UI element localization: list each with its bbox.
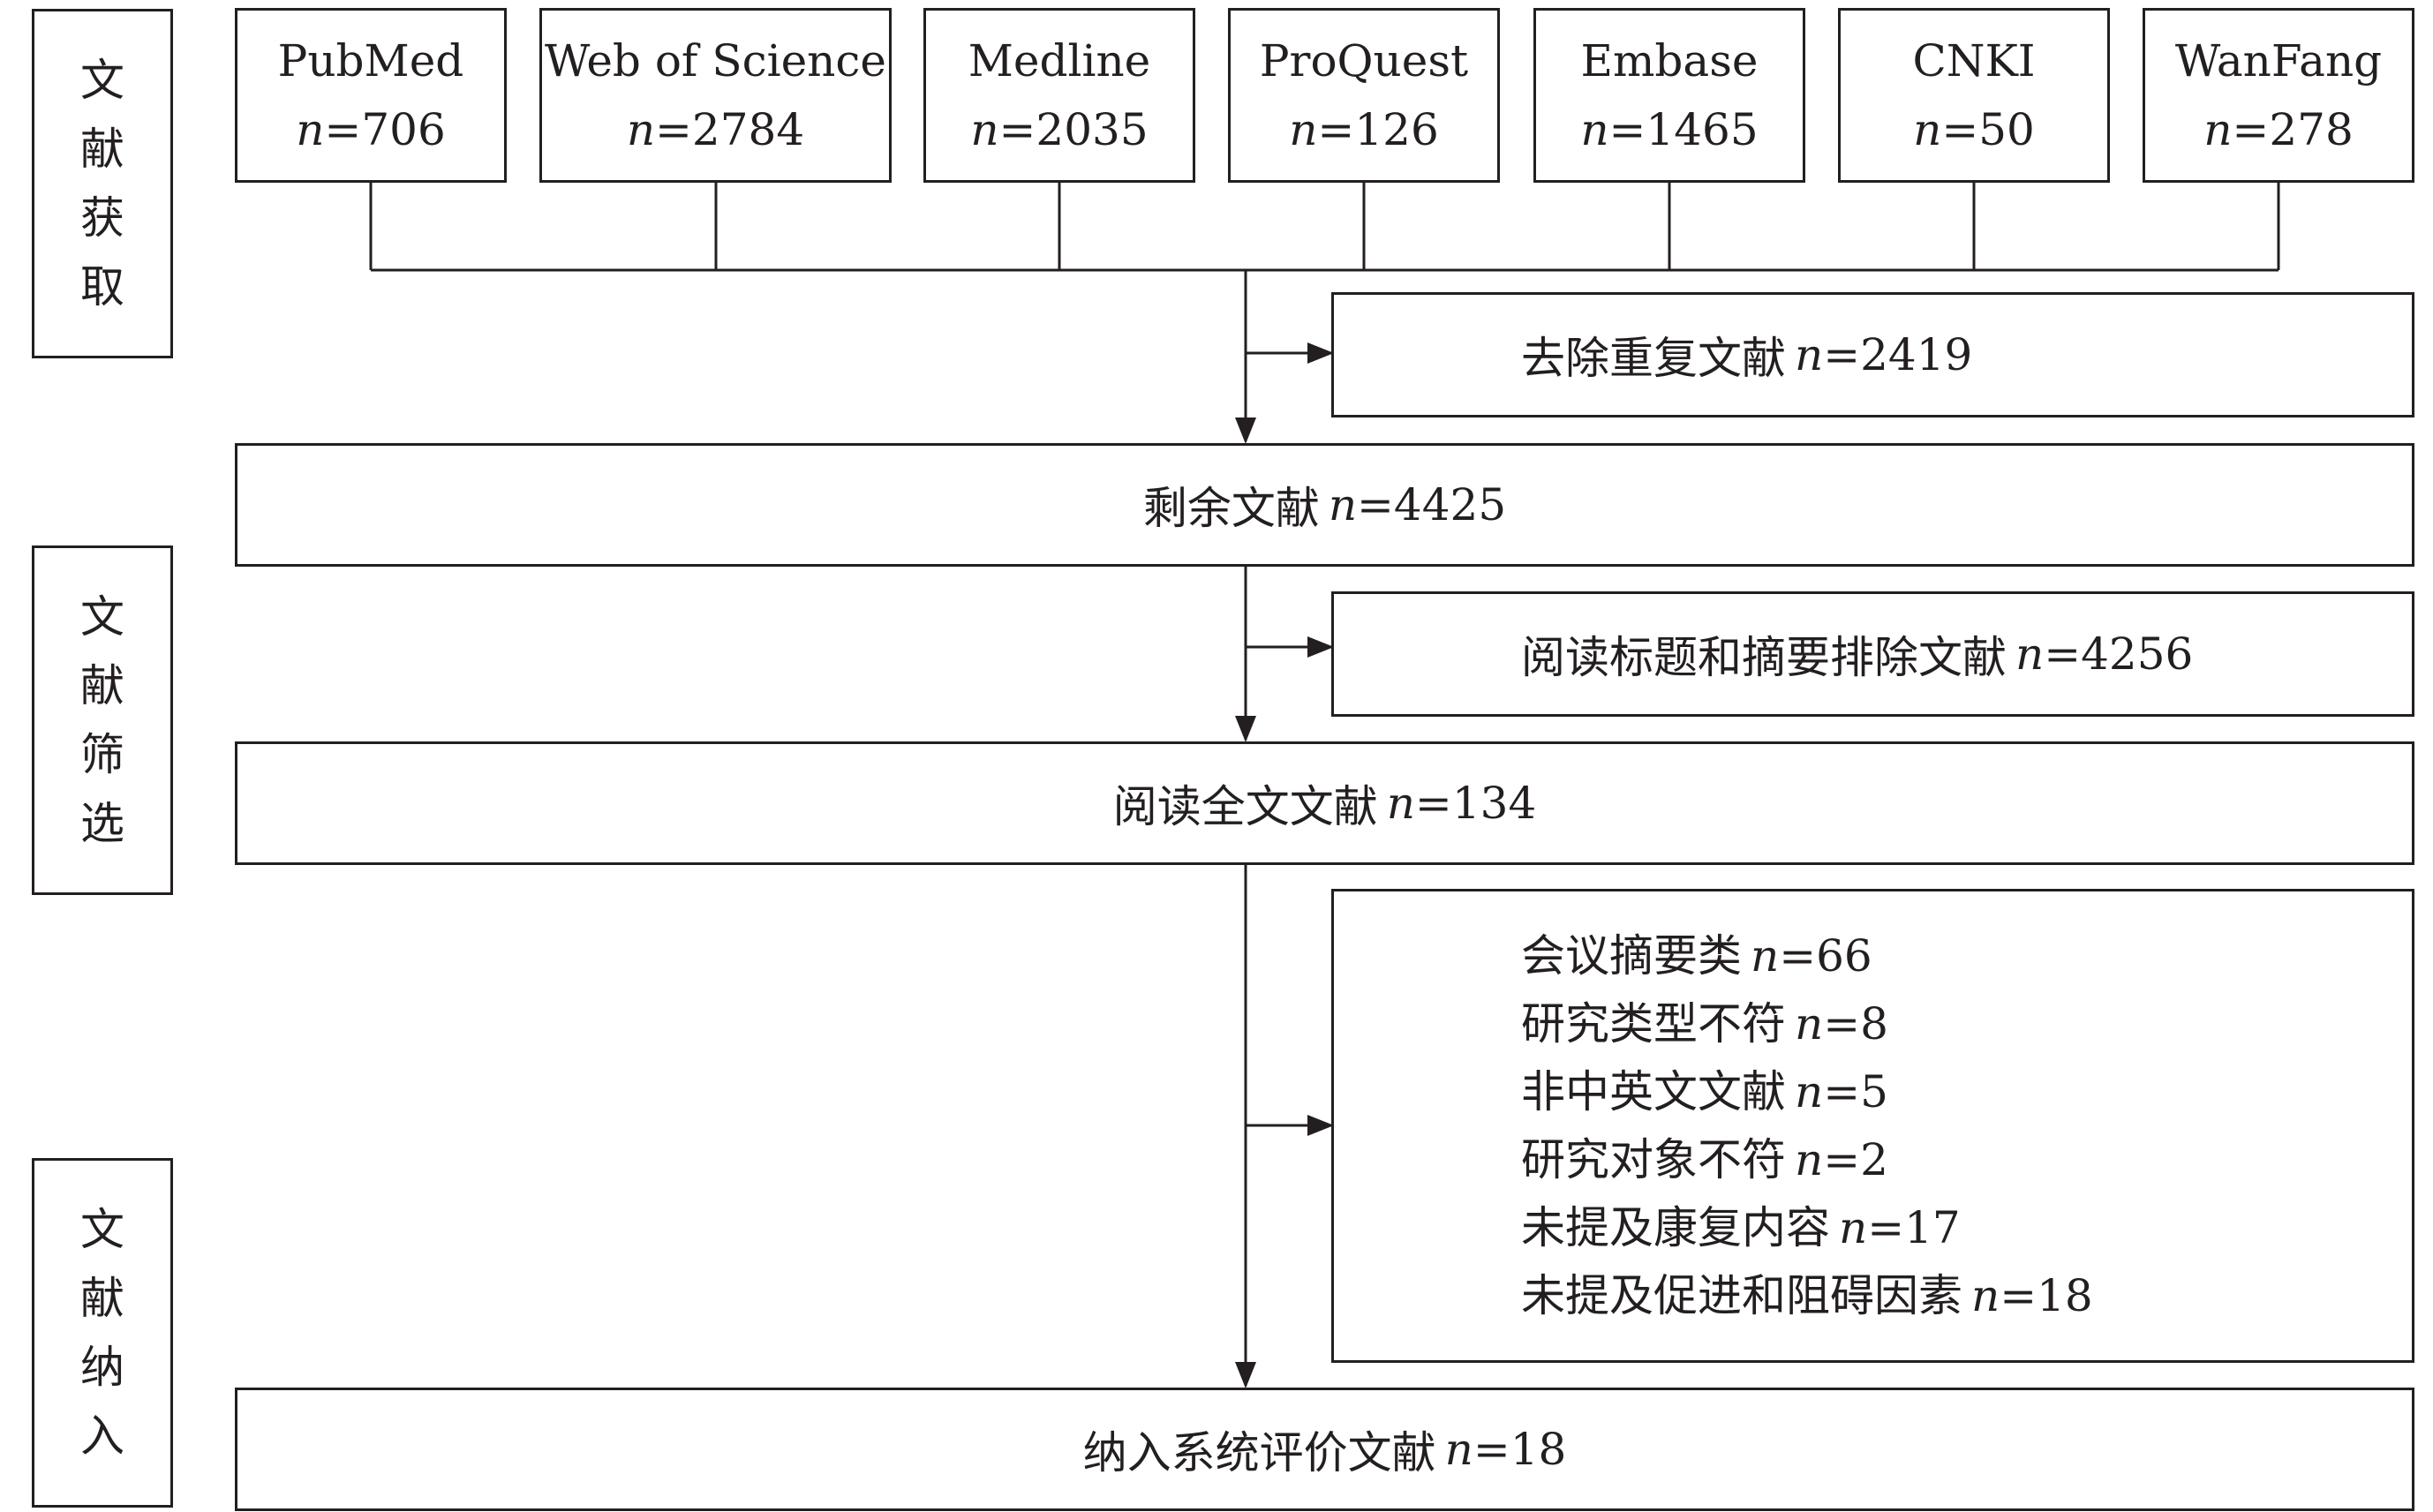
exclusion-reason: 会议摘要类 n=66 bbox=[1521, 929, 1872, 982]
source-box-proquest: ProQuest n=126 bbox=[1228, 8, 1500, 183]
stage-label-screening: 文 献 筛 选 bbox=[32, 545, 173, 895]
stage-label-char: 献 bbox=[80, 124, 124, 175]
full-text-label: 阅读全文文献 bbox=[1112, 781, 1378, 832]
n-symbol: n bbox=[2203, 104, 2233, 155]
n-symbol: n bbox=[1795, 997, 1824, 1049]
n-symbol: n bbox=[1839, 1201, 1868, 1253]
n-symbol: n bbox=[1795, 1133, 1824, 1185]
source-name: Medline bbox=[968, 35, 1151, 87]
n-symbol: n bbox=[1751, 929, 1780, 982]
included-count: n=18 bbox=[1444, 1424, 1567, 1475]
stage-label-inclusion: 文 献 纳 入 bbox=[32, 1158, 173, 1508]
full-text-count: n=134 bbox=[1386, 778, 1537, 829]
source-name: Embase bbox=[1580, 35, 1759, 87]
duplicates-removed-count: n=2419 bbox=[1795, 329, 1973, 380]
full-text-box: 阅读全文文献 n=134 bbox=[235, 741, 2414, 865]
source-box-web-of-science: Web of Science n=2784 bbox=[539, 8, 892, 183]
stage-label-char: 取 bbox=[80, 261, 124, 312]
title-abstract-excluded-label: 阅读标题和摘要排除文献 bbox=[1521, 632, 2007, 683]
source-name: PubMed bbox=[277, 35, 464, 87]
source-name: WanFang bbox=[2174, 35, 2383, 87]
source-box-cnki: CNKI n=50 bbox=[1838, 8, 2110, 183]
source-count: n=706 bbox=[296, 104, 446, 155]
stage-label-char: 纳 bbox=[80, 1342, 124, 1393]
source-count: n=2784 bbox=[626, 104, 805, 155]
n-symbol: n bbox=[296, 104, 325, 155]
stage-label-acquisition: 文 献 获 取 bbox=[32, 9, 173, 358]
exclusion-reason: 研究类型不符 n=8 bbox=[1521, 997, 1888, 1049]
n-symbol: n bbox=[1289, 104, 1318, 155]
source-count: n=126 bbox=[1289, 104, 1439, 155]
included-box: 纳入系统评价文献 n=18 bbox=[235, 1388, 2414, 1511]
n-symbol: n bbox=[1444, 1424, 1473, 1475]
stage-label-char: 选 bbox=[80, 798, 124, 849]
source-count: n=278 bbox=[2203, 104, 2354, 155]
n-symbol: n bbox=[1971, 1269, 2000, 1321]
source-box-pubmed: PubMed n=706 bbox=[235, 8, 507, 183]
stage-label-char: 获 bbox=[80, 192, 124, 244]
exclusion-reason: 未提及促进和阻碍因素 n=18 bbox=[1521, 1269, 2093, 1321]
stage-label-char: 入 bbox=[80, 1410, 124, 1462]
remaining-records-count: n=4425 bbox=[1328, 479, 1507, 530]
source-box-embase: Embase n=1465 bbox=[1533, 8, 1805, 183]
source-box-wanfang: WanFang n=278 bbox=[2143, 8, 2414, 183]
source-box-medline: Medline n=2035 bbox=[923, 8, 1195, 183]
exclusion-reason-list: 会议摘要类 n=66 研究类型不符 n=8 非中英文文献 n=5 研究对象不符 … bbox=[1521, 922, 2093, 1330]
included-label: 纳入系统评价文献 bbox=[1082, 1427, 1436, 1478]
n-symbol: n bbox=[1580, 104, 1609, 155]
source-name: CNKI bbox=[1912, 35, 2036, 87]
n-symbol: n bbox=[626, 104, 656, 155]
n-symbol: n bbox=[1913, 104, 1942, 155]
remaining-records-box: 剩余文献 n=4425 bbox=[235, 443, 2414, 567]
source-count: n=2035 bbox=[970, 104, 1149, 155]
stage-label-char: 筛 bbox=[80, 729, 124, 780]
n-symbol: n bbox=[1328, 479, 1358, 530]
stage-label-char: 文 bbox=[80, 55, 124, 106]
stage-label-char: 文 bbox=[80, 1204, 124, 1255]
fulltext-exclusions-box: 会议摘要类 n=66 研究类型不符 n=8 非中英文文献 n=5 研究对象不符 … bbox=[1331, 889, 2414, 1363]
exclusion-reason: 未提及康复内容 n=17 bbox=[1521, 1201, 1961, 1253]
stage-label-char: 文 bbox=[80, 591, 124, 643]
source-count: n=1465 bbox=[1580, 104, 1759, 155]
n-symbol: n bbox=[970, 104, 999, 155]
title-abstract-excluded-box: 阅读标题和摘要排除文献 n=4256 bbox=[1331, 591, 2414, 717]
source-name: Web of Science bbox=[545, 35, 886, 87]
n-symbol: n bbox=[1795, 329, 1824, 380]
n-symbol: n bbox=[1795, 1065, 1824, 1117]
n-symbol: n bbox=[2015, 628, 2045, 680]
title-abstract-excluded-count: n=4256 bbox=[2015, 628, 2194, 680]
duplicates-removed-label: 去除重复文献 bbox=[1521, 333, 1786, 384]
source-count: n=50 bbox=[1913, 104, 2035, 155]
remaining-records-label: 剩余文献 bbox=[1142, 483, 1320, 534]
source-name: ProQuest bbox=[1259, 35, 1469, 87]
stage-label-char: 献 bbox=[80, 1273, 124, 1324]
exclusion-reason: 研究对象不符 n=2 bbox=[1521, 1133, 1888, 1185]
exclusion-reason: 非中英文文献 n=5 bbox=[1521, 1065, 1888, 1117]
n-symbol: n bbox=[1386, 778, 1415, 829]
duplicates-removed-box: 去除重复文献 n=2419 bbox=[1331, 292, 2414, 417]
stage-label-char: 献 bbox=[80, 660, 124, 711]
